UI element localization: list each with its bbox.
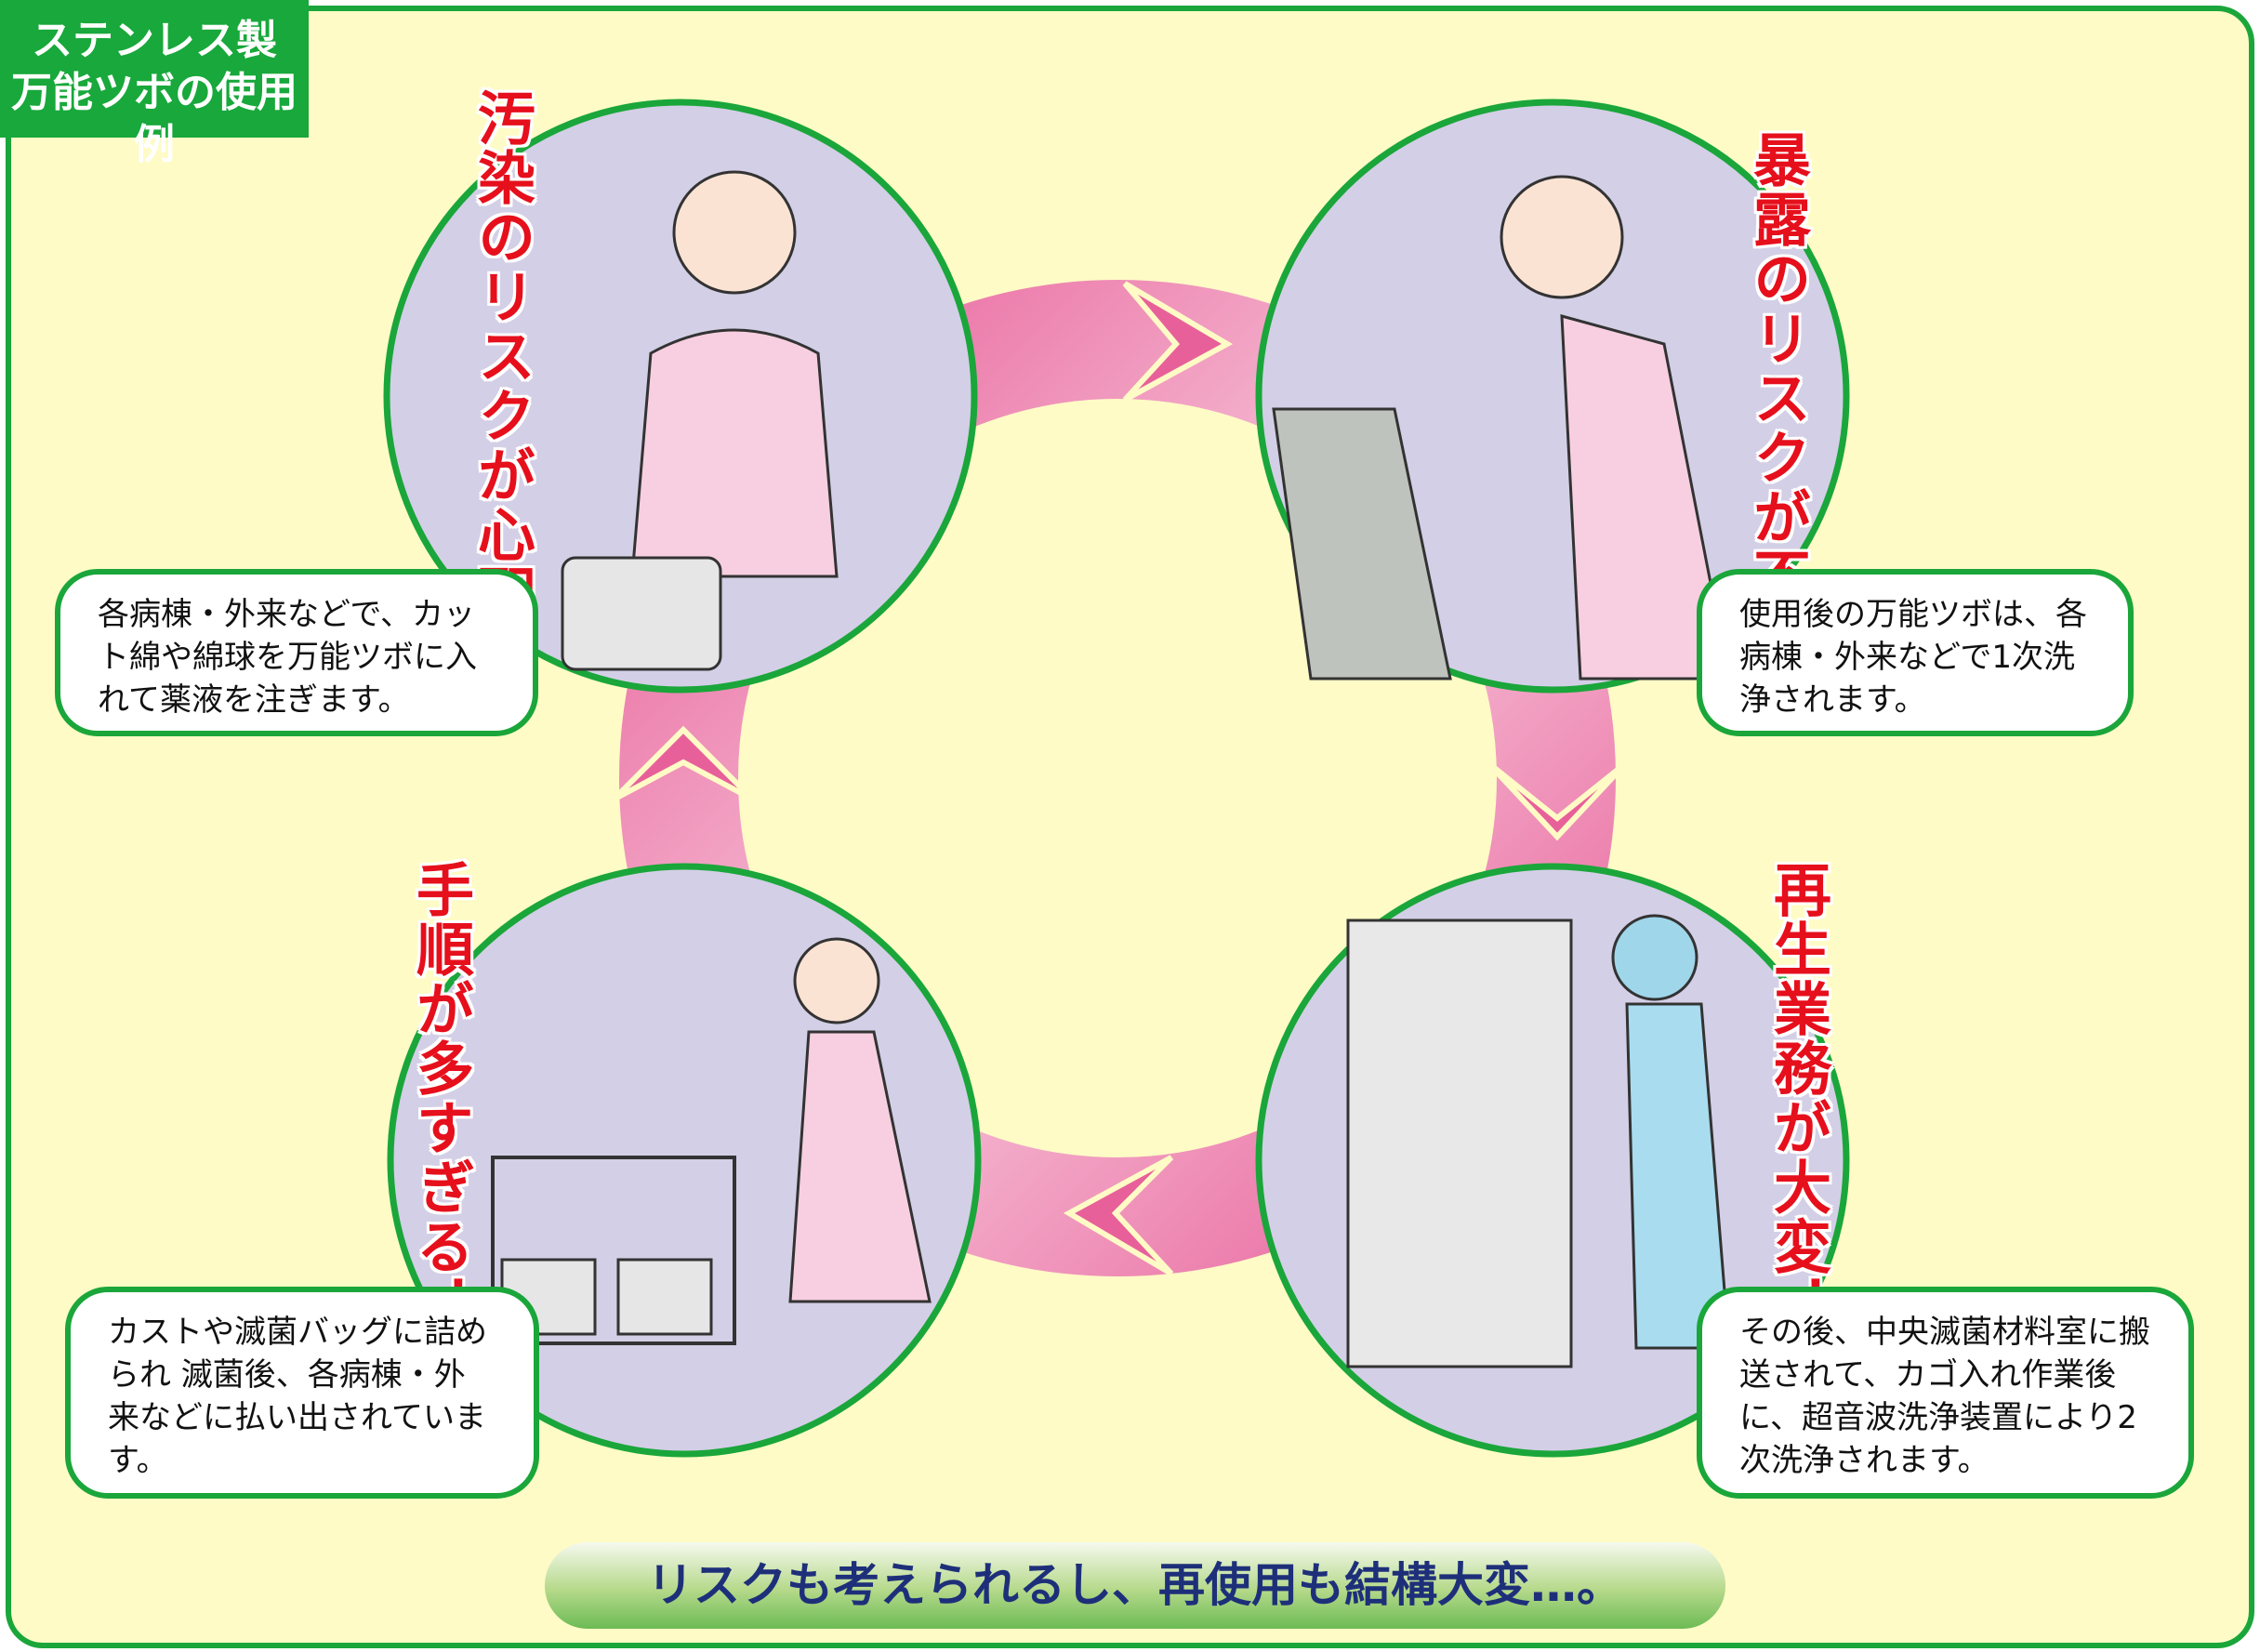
- callout-text: カストや滅菌バッグに詰められ 滅菌後、各病棟・外来などに払い出されています。: [108, 1314, 487, 1479]
- callout-step-1: 各病棟・外来などで、カット綿や綿球を万能ツボに入れて薬液を注ぎます。: [55, 569, 538, 736]
- nurse-figure-4: [491, 937, 932, 1345]
- callout-step-3: その後、中央滅菌材料室に搬送されて、カゴ入れ作業後に、超音波洗浄装置により2次洗…: [1697, 1287, 2194, 1499]
- nurse-figure-2: [1272, 175, 1731, 681]
- callout-text: 使用後の万能ツボは、各病棟・外来などで1次洗浄されます。: [1739, 596, 2087, 719]
- title-tag: ステンレス製 万能ツボの使用例: [0, 0, 309, 168]
- arrow-right-down: [1485, 760, 1630, 841]
- arrow-top-right: [1122, 281, 1234, 403]
- arrow-left-up: [611, 725, 756, 802]
- heading-reprocessing-burden: 再生業務が大変！: [1764, 860, 1831, 1336]
- staff-figure-3: [1346, 914, 1731, 1368]
- conclusion-banner: リスクも考えられるし、再使用も結構大変…。: [545, 1542, 1725, 1629]
- callout-text: その後、中央滅菌材料室に搬送されて、カゴ入れ作業後に、超音波洗浄装置により2次洗…: [1739, 1314, 2150, 1479]
- title-line-1: ステンレス製: [32, 17, 277, 64]
- arrow-bottom-left: [1063, 1155, 1174, 1276]
- nurse-figure-1: [561, 170, 839, 671]
- callout-text: 各病棟・外来などで、カット綿や綿球を万能ツボに入れて薬液を注ぎます。: [98, 596, 477, 719]
- heading-contamination-risk: 汚染のリスクが心配: [468, 88, 535, 624]
- title-line-2: 万能ツボの使用例: [11, 69, 297, 168]
- callout-step-4: カストや滅菌バッグに詰められ 滅菌後、各病棟・外来などに払い出されています。: [65, 1287, 539, 1499]
- callout-step-2: 使用後の万能ツボは、各病棟・外来などで1次洗浄されます。: [1697, 569, 2134, 736]
- heading-too-many-steps: 手順が多すぎる！: [406, 860, 474, 1336]
